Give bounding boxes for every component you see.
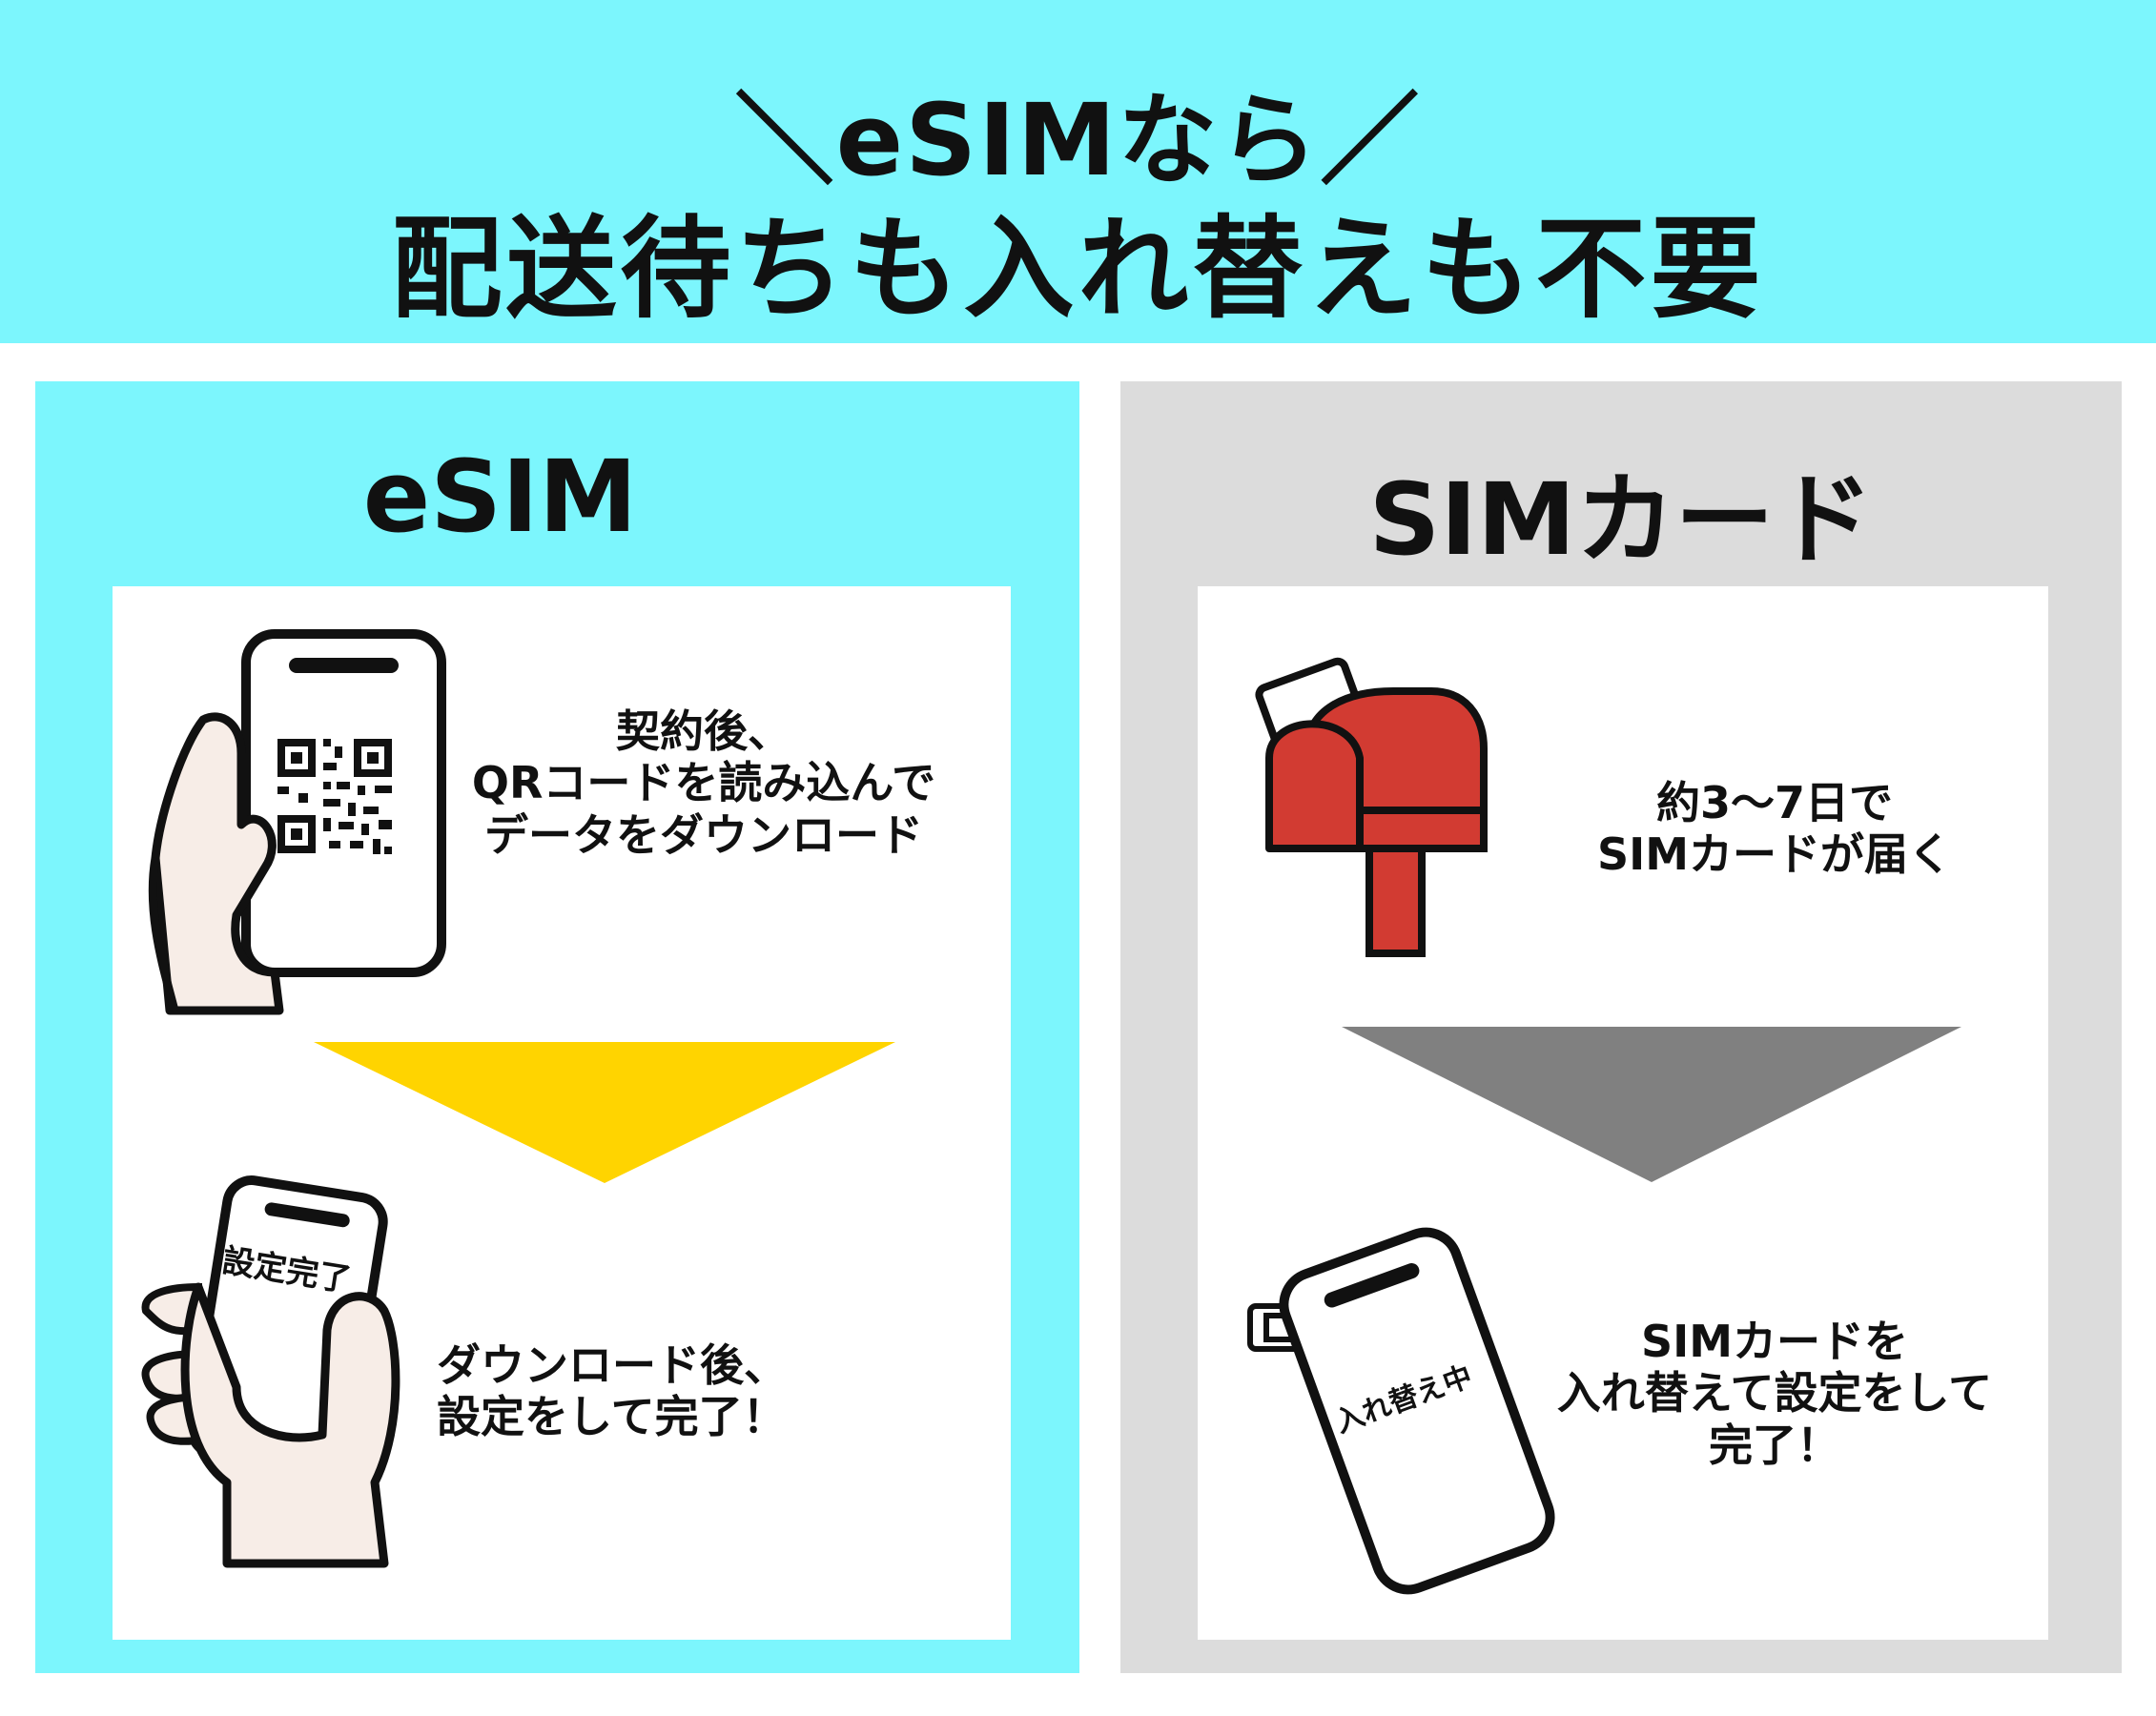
sim-step2-text: SIMカードを 入れ替えて設定をして 完了！ [1503,1316,2046,1471]
esim-step1-text: 契約後、 QRコードを読み込んで データをダウンロード [437,705,971,861]
headline-line2: 配送待ちも入れ替えも不要 [391,205,1765,334]
esim-card: 契約後、 QRコードを読み込んで データをダウンロード 設定完了 ダウンロード後… [113,586,1011,1640]
headline-line1: ＼eSIMなら／ [734,82,1422,198]
sim-step2-line1: SIMカードを [1640,1316,1909,1367]
sim-panel-title: SIMカード [1368,461,1874,578]
esim-panel: eSIM 契約後、 QRコードを読 [35,381,1079,1673]
sim-step2-line3: 完了！ [1709,1419,1840,1471]
header-banner: ＼eSIMなら／ 配送待ちも入れ替えも不要 [0,0,2156,343]
sim-step1-text: 約3〜7日で SIMカードが届く [1512,777,2037,881]
sim-panel: SIMカード 約3〜7日で SIMカードが届く 入れ替え中 [1120,381,2122,1673]
esim-step2-line2: 設定をして完了！ [437,1391,787,1443]
esim-step1-line2: QRコードを読み込んで [471,757,936,809]
esim-step2-line1: ダウンロード後、 [437,1339,788,1391]
phone-in-hand-icon [141,1175,400,1568]
esim-step1-line3: データをダウンロード [484,808,923,861]
sim-down-arrow-icon [1342,1027,1961,1182]
mailbox-icon [1255,657,1488,957]
phone-sim-icon [1247,1227,1555,1595]
sim-step1-line1: 約3〜7日で [1655,777,1893,828]
esim-step2-text: ダウンロード後、 設定をして完了！ [437,1339,971,1443]
esim-step1-line1: 契約後、 [616,705,791,757]
sim-step2-line2: 入れ替えて設定をして [1556,1367,1993,1420]
qr-phone-icon [148,629,446,1015]
esim-panel-title: eSIM [362,439,638,555]
sim-step1-line2: SIMカードが届く [1596,828,1953,881]
esim-down-arrow-icon [314,1042,895,1183]
sim-card: 約3〜7日で SIMカードが届く 入れ替え中 SIMカードを 入れ替えて設定をし… [1198,586,2048,1640]
